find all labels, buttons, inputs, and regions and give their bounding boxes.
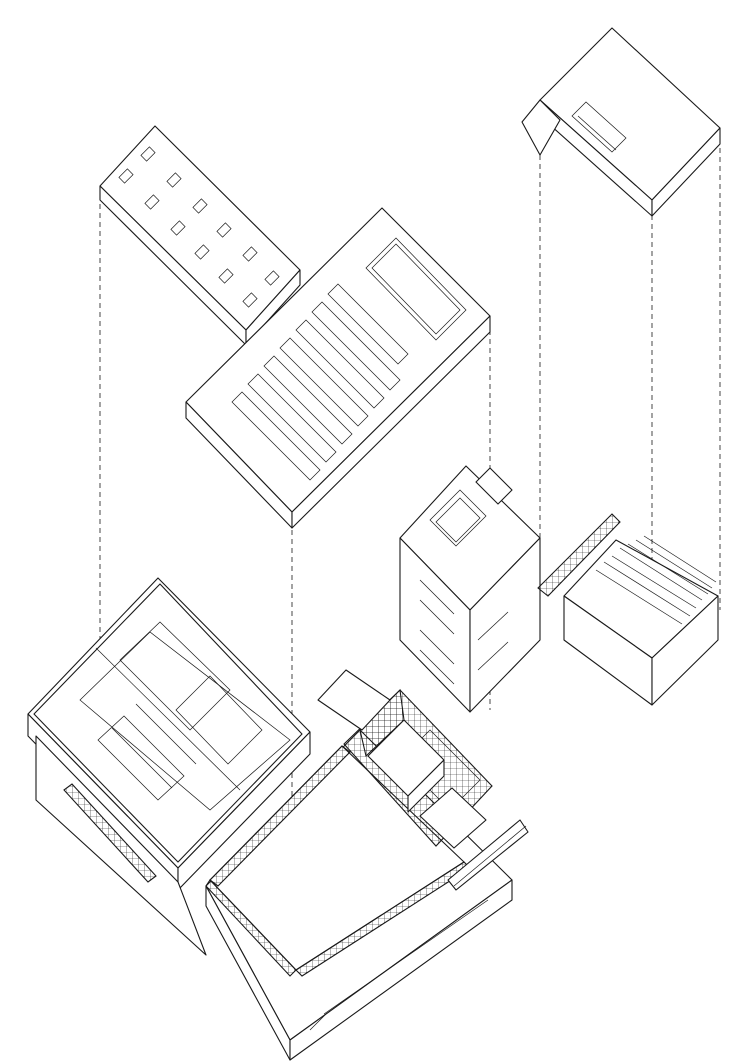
- window-openings: [118, 146, 280, 308]
- skylight-strips: [231, 283, 409, 481]
- auditorium-roof: [521, 27, 721, 217]
- courtyard: [205, 669, 529, 1061]
- gallery-block: [27, 577, 311, 956]
- auditorium-seating: [595, 535, 717, 625]
- office-slab: [99, 125, 301, 346]
- tower: [399, 465, 621, 713]
- auditorium: [563, 535, 719, 706]
- skylight-roof: [185, 207, 491, 529]
